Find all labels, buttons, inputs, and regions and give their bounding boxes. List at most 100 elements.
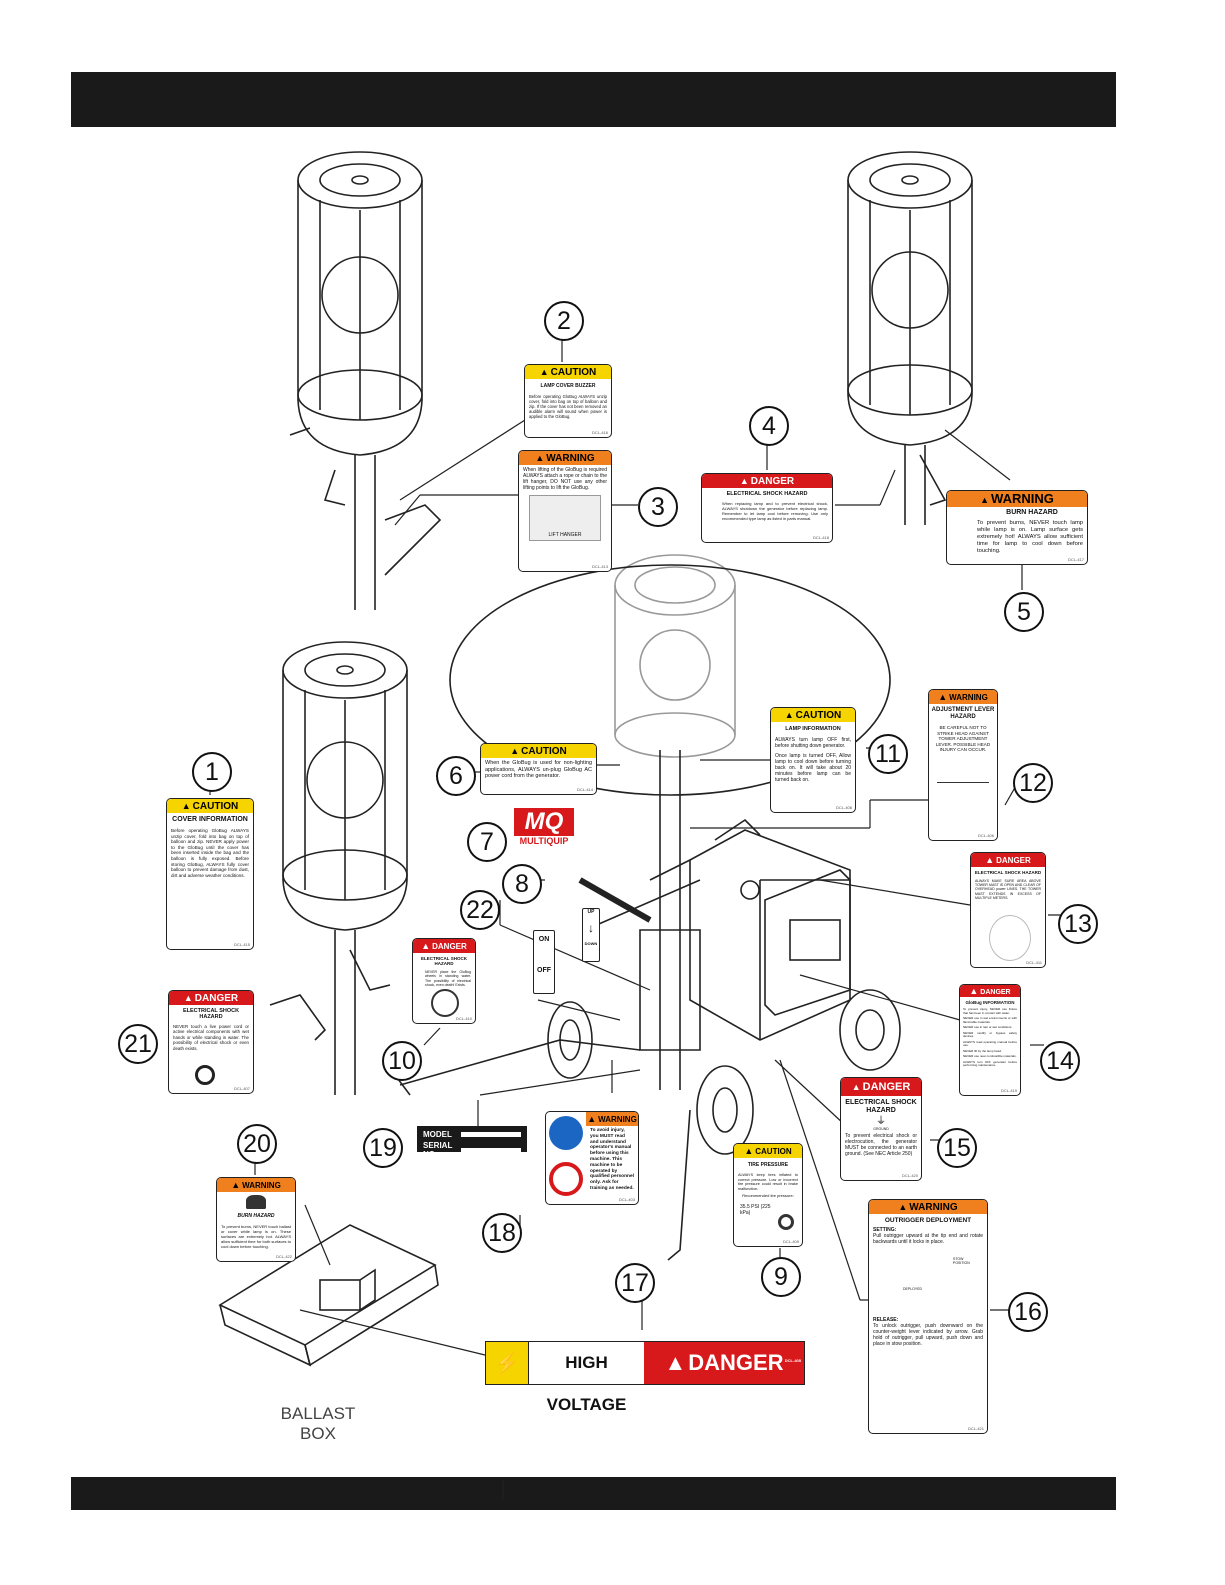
decal-body: To prevent electrical shock or electrocu…	[845, 1133, 917, 1157]
serial-label: SERIAL NO.	[423, 1141, 453, 1159]
callout-15: 15	[937, 1128, 977, 1168]
warning-header: ▲WARNING	[519, 451, 611, 465]
warning-header: ▲WARNING	[869, 1200, 987, 1214]
tire-icon	[778, 1214, 794, 1230]
multiquip-name: MULTIQUIP	[519, 836, 569, 846]
decal-code: DCL-407	[233, 1086, 250, 1091]
danger-header: ▲DANGER	[960, 985, 1020, 997]
ballast-box	[218, 1224, 439, 1367]
callout-14: 14	[1040, 1041, 1080, 1081]
lamp-head-top-left	[289, 151, 442, 610]
decal-code: DCL-420	[901, 1173, 918, 1178]
decal-code: DCL-415	[233, 942, 250, 947]
decal-code: DCL-419	[1000, 1088, 1017, 1093]
release-text: To unlock outrigger, push downward on th…	[873, 1322, 983, 1347]
decal-title: BURN HAZARD	[1006, 509, 1058, 516]
decal-ground-shock-hazard: ▲DANGER ELECTRICAL SHOCK HAZARD ⏚ GROUND…	[840, 1077, 922, 1181]
decal-code: DCL-405	[784, 1358, 801, 1363]
caution-header: ▲CAUTION	[734, 1144, 802, 1158]
down-label: DOWN	[584, 941, 598, 946]
decal-lift-warning: ▲WARNING When lifting of the GloBug is r…	[518, 450, 612, 572]
no-access-icon	[549, 1162, 583, 1196]
callout-19: 19	[363, 1128, 403, 1168]
danger-triangle-icon: ▲	[664, 1350, 687, 1375]
decal-operators-manual: ▲WARNING To avoid injury, you MUST read …	[545, 1111, 639, 1205]
decal-code: DCL-418	[812, 535, 829, 540]
decal-title: BURN HAZARD	[237, 1213, 275, 1219]
callout-21: 21	[118, 1024, 158, 1064]
callout-22: 22	[460, 890, 500, 930]
serial-field	[461, 1147, 521, 1153]
decal-globug-information: ▲DANGER GloBug INFORMATION To prevent in…	[959, 984, 1021, 1096]
decal-code: DCL-411	[1026, 960, 1042, 965]
callout-16: 16	[1008, 1292, 1048, 1332]
decal-item-4: NEVER modify or bypass safety devices.	[963, 1030, 1017, 1038]
decal-code: DCL-413	[591, 564, 608, 569]
stow-position-label: STOW POSITION	[953, 1256, 970, 1265]
decal-body: NEVER touch a live power cord or active …	[173, 1024, 249, 1051]
burn-hand-icon	[246, 1195, 266, 1209]
decal-body: When lifting of the GloBug is required A…	[523, 467, 607, 491]
model-row: MODEL	[423, 1130, 521, 1139]
multiquip-logo: MQ MULTIQUIP	[514, 808, 574, 850]
decal-title: OUTRIGGER DEPLOYMENT	[884, 1217, 972, 1224]
decal-item-5: ALWAYS read operating manual before use.	[963, 1039, 1017, 1047]
warning-header: ▲WARNING	[947, 491, 1087, 507]
danger-panel: ▲DANGER DCL-405	[644, 1342, 804, 1384]
read-manual-icon	[549, 1116, 583, 1150]
decal-burn-hazard-lamp: ▲WARNING BURN HAZARD To prevent burns, N…	[946, 490, 1088, 565]
callout-13: 13	[1058, 904, 1098, 944]
ground-label: GROUND	[873, 1127, 889, 1131]
decal-item-3: NEVER use in rain or wet conditions.	[963, 1025, 1013, 1029]
decal-item-1: To prevent injury, NEVER use fixture tha…	[963, 1007, 1017, 1015]
decal-code: DCL-416	[591, 430, 608, 435]
ground-icon: ⏚	[876, 1116, 886, 1127]
setting-text: Pull outrigger upward at the tip end and…	[873, 1232, 983, 1245]
decal-overhead-lines: ▲DANGER ELECTRICAL SHOCK HAZARD ALWAYS M…	[970, 852, 1046, 968]
decal-body: BE CAREFUL NOT TO STRIKE HEAD AGAINST TO…	[935, 725, 991, 753]
decal-on-off: ON OFF	[533, 930, 555, 994]
decal-body: To avoid injury, you MUST read and under…	[590, 1128, 634, 1191]
warning-header: ▲WARNING	[586, 1112, 638, 1126]
decal-body: ALWAYS MAKE SURE AREA ABOVE TOWER MAST I…	[975, 879, 1041, 900]
decal-ballast-burn-hazard: ▲WARNING BURN HAZARD To prevent burns, N…	[216, 1177, 296, 1262]
caution-header: ▲CAUTION	[525, 365, 611, 379]
up-label: UP	[587, 909, 595, 915]
decal-ac-power-cord: ▲CAUTION When the GloBug is used for non…	[480, 743, 597, 795]
decal-title: ELECTRICAL SHOCK HAZARD	[182, 1008, 240, 1020]
release-label: RELEASE:	[873, 1316, 899, 1323]
lamp-head-lower-left	[269, 641, 408, 1095]
decal-cover-information: ▲CAUTION COVER INFORMATION Before operat…	[166, 798, 254, 950]
danger-header: ▲DANGER	[841, 1078, 921, 1096]
header-bar	[71, 72, 1116, 127]
callout-4: 4	[749, 406, 789, 446]
decal-body: Before operating GloBug ALWAYS unzip cov…	[171, 828, 249, 878]
decal-code: DCL-408	[835, 805, 852, 810]
decal-title: ELECTRICAL SHOCK HAZARD	[974, 870, 1042, 875]
voltage-icon: ⚡	[486, 1342, 529, 1384]
callout-1: 1	[192, 752, 232, 792]
decal-outrigger-deployment: ▲WARNING OUTRIGGER DEPLOYMENT SETTING: P…	[868, 1199, 988, 1434]
callout-20: 20	[237, 1124, 277, 1164]
caution-header: ▲CAUTION	[771, 708, 855, 722]
decal-title: GloBug INFORMATION	[965, 1000, 1015, 1005]
callout-2: 2	[544, 301, 584, 341]
generator	[740, 869, 851, 1016]
decal-body: NEVER place the GloBug wheels in standin…	[425, 970, 471, 988]
decal-title: ADJUSTMENT LEVER HAZARD	[931, 707, 995, 720]
no-touch-icon	[195, 1065, 215, 1085]
callout-7: 7	[467, 822, 507, 862]
decal-code: DCL-421	[967, 1426, 984, 1431]
decal-adjustment-lever-hazard: ▲WARNING ADJUSTMENT LEVER HAZARD BE CARE…	[928, 689, 998, 841]
decal-code: DCL-417	[1067, 557, 1084, 562]
decal-item-8: ALWAYS turn OFF generator before perform…	[963, 1059, 1017, 1067]
decal-code: DCL-403	[618, 1197, 635, 1202]
model-serial-plate: MODEL SERIAL NO.	[417, 1126, 527, 1159]
decal-lamp-information: ▲CAUTION LAMP INFORMATION ALWAYS turn la…	[770, 707, 856, 813]
decal-title: LAMP INFORMATION	[785, 726, 841, 732]
forklift-pictogram: LIFT HANGER	[529, 495, 601, 541]
callout-5: 5	[1004, 592, 1044, 632]
decal-body: Before operating GloBug ALWAYS unzip cov…	[529, 394, 607, 419]
footer-bar	[71, 1477, 1116, 1510]
decal-high-voltage-danger: ⚡ HIGH VOLTAGE ▲DANGER DCL-405	[485, 1341, 805, 1414]
